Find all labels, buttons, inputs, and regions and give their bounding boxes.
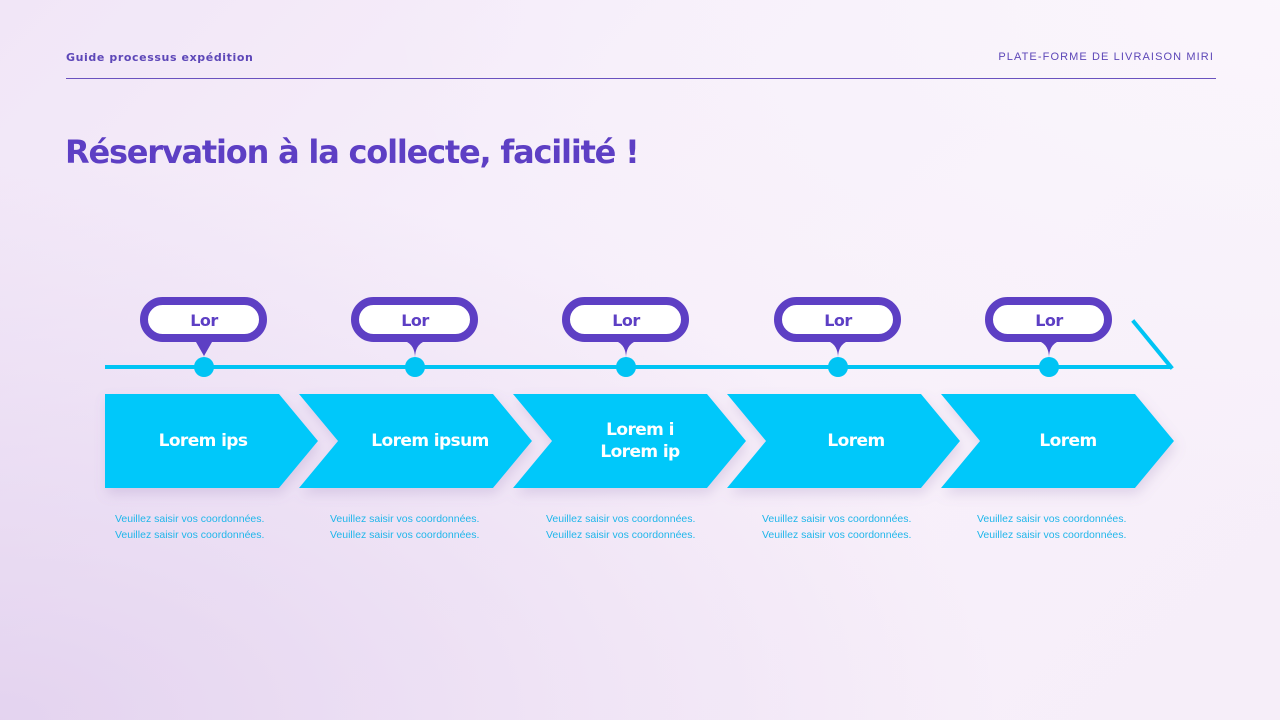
timeline-pin-5 <box>985 297 1112 377</box>
timeline-pin-3 <box>562 297 689 377</box>
step-chevron-3 <box>513 394 746 488</box>
step-title-5: Lorem <box>1039 431 1097 451</box>
step-description-2: Veuillez saisir vos coordonnées. Veuille… <box>330 511 500 543</box>
step-description-4-line-1: Veuillez saisir vos coordonnées. <box>762 513 912 525</box>
step-title-1: Lorem ips <box>158 431 248 451</box>
step-description-1-line-2: Veuillez saisir vos coordonnées. <box>115 529 265 541</box>
step-description-1-line-1: Veuillez saisir vos coordonnées. <box>115 513 265 525</box>
pin-label-2: Lor <box>401 311 429 330</box>
timeline-pin-1 <box>140 297 267 377</box>
step-description-5-line-2: Veuillez saisir vos coordonnées. <box>977 529 1127 541</box>
timeline-pin-2 <box>351 297 478 377</box>
step-description-2-line-2: Veuillez saisir vos coordonnées. <box>330 529 480 541</box>
header-guide-label: Guide processus expédition <box>66 51 254 64</box>
pin-label-3: Lor <box>612 311 640 330</box>
step-chevron-5 <box>941 394 1174 488</box>
step-title-3-line-2: Lorem ip <box>600 442 680 462</box>
step-description-5: Veuillez saisir vos coordonnées. Veuille… <box>977 511 1147 543</box>
step-description-1: Veuillez saisir vos coordonnées. Veuille… <box>115 511 285 543</box>
step-title-3: Lorem i Lorem ip <box>555 394 725 488</box>
step-description-3: Veuillez saisir vos coordonnées. Veuille… <box>546 511 716 543</box>
step-chevron-2 <box>299 394 532 488</box>
step-chevron-4 <box>727 394 960 488</box>
pin-label-4: Lor <box>824 311 852 330</box>
pin-label-5: Lor <box>1035 311 1063 330</box>
step-description-4: Veuillez saisir vos coordonnées. Veuille… <box>762 511 932 543</box>
timeline-line <box>105 319 1174 370</box>
header-divider <box>66 78 1216 79</box>
step-description-5-line-1: Veuillez saisir vos coordonnées. <box>977 513 1127 525</box>
step-title-2: Lorem ipsum <box>371 431 489 451</box>
header-platform-label: PLATE-FORME DE LIVRAISON MIRI <box>998 51 1214 63</box>
step-title-3-line-1: Lorem i <box>606 420 674 440</box>
step-chevron-1 <box>105 394 318 488</box>
step-description-2-line-1: Veuillez saisir vos coordonnées. <box>330 513 480 525</box>
step-description-3-line-2: Veuillez saisir vos coordonnées. <box>546 529 696 541</box>
step-description-3-line-1: Veuillez saisir vos coordonnées. <box>546 513 696 525</box>
step-title-4: Lorem <box>827 431 885 451</box>
page-title: Réservation à la collecte, facilité ! <box>65 133 640 171</box>
timeline-pin-4 <box>774 297 901 377</box>
step-description-4-line-2: Veuillez saisir vos coordonnées. <box>762 529 912 541</box>
pin-label-1: Lor <box>190 311 218 330</box>
